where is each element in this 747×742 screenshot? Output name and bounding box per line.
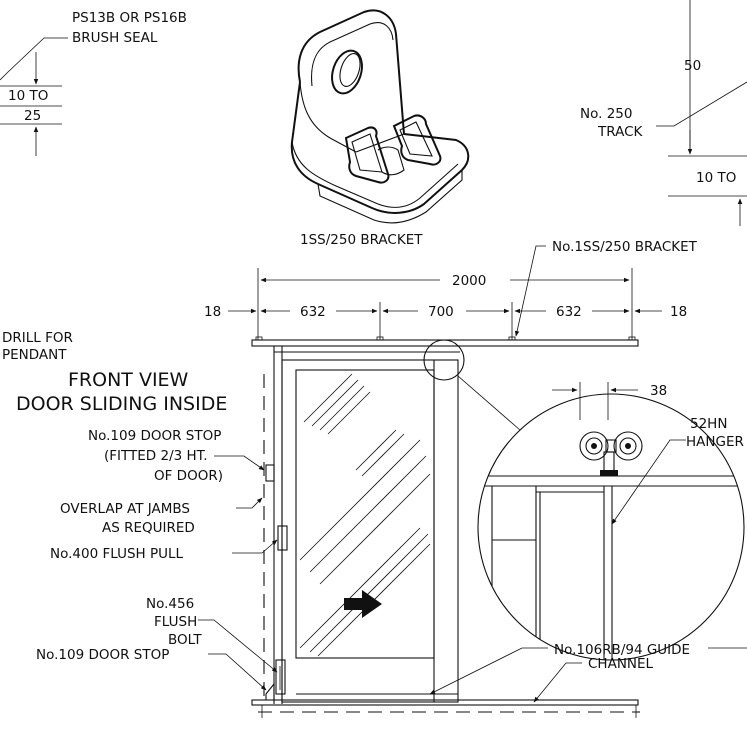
- flush-bolt-label-3: BOLT: [168, 632, 202, 648]
- flush-pull-label: No.400 FLUSH PULL: [50, 546, 184, 562]
- door-stop-upper-label-1: No.109 DOOR STOP: [88, 428, 221, 444]
- hanger-label-1: 52HN: [690, 416, 727, 432]
- hanger-callout: 52HN HANGER: [611, 416, 744, 525]
- flush-bolt-label-1: No.456: [146, 596, 194, 612]
- track-dimension: 50 10 TO No. 250 TRACK: [580, 0, 747, 226]
- door-sliding-title: DOOR SLIDING INSIDE: [16, 393, 227, 415]
- dim-38: 38: [650, 383, 667, 399]
- bracket-callout-label: No.1SS/250 BRACKET: [552, 239, 698, 255]
- track-label-2: TRACK: [597, 124, 644, 140]
- flush-bolt-label-2: FLUSH: [154, 614, 197, 630]
- dim-25: 25: [24, 108, 41, 124]
- front-view-title: FRONT VIEW: [68, 369, 189, 391]
- drill-label-2: PENDANT: [2, 347, 67, 363]
- dim-10-to-right: 10 TO: [696, 170, 736, 186]
- door-stop-lower-callout: No.109 DOOR STOP: [36, 647, 267, 691]
- flush-pull-callout: No.400 FLUSH PULL: [50, 539, 278, 562]
- channel-label: CHANNEL: [588, 656, 654, 672]
- track-rail: [251, 336, 639, 347]
- floor-channel: [251, 699, 640, 718]
- brush-seal-callout: PS13B OR PS16B BRUSH SEAL 10 TO 25: [0, 10, 187, 156]
- door-stop-lower-label: No.109 DOOR STOP: [36, 647, 169, 663]
- door-stop-upper-label-3: OF DOOR): [154, 468, 223, 484]
- dim-50: 50: [684, 58, 701, 74]
- door-stop-upper-callout: No.109 DOOR STOP (FITTED 2/3 HT. OF DOOR…: [88, 428, 265, 484]
- dim-38-group: 38: [552, 382, 667, 420]
- bracket-callout: No.1SS/250 BRACKET: [514, 239, 698, 337]
- dim-700: 700: [428, 304, 454, 320]
- brush-seal-label-2: BRUSH SEAL: [72, 30, 158, 46]
- drill-label-1: DRILL FOR: [2, 330, 73, 346]
- door-stop-upper-label-2: (FITTED 2/3 HT.: [104, 448, 208, 464]
- hanger-detail: [423, 339, 745, 661]
- guide-callout: No.106RB/94 GUIDE: [429, 642, 747, 695]
- dim-18-right: 18: [670, 304, 687, 320]
- overlap-callout: OVERLAP AT JAMBS AS REQUIRED: [60, 497, 263, 536]
- overlap-label-1: OVERLAP AT JAMBS: [60, 501, 190, 517]
- hanger-label-2: HANGER: [686, 434, 744, 450]
- guide-label: No.106RB/94 GUIDE: [554, 642, 690, 658]
- brush-seal-label-1: PS13B OR PS16B: [72, 10, 187, 26]
- bracket-isometric: [290, 9, 470, 224]
- door-front-view: [263, 346, 460, 704]
- overlap-label-2: AS REQUIRED: [102, 520, 195, 536]
- dim-632-right: 632: [556, 304, 582, 320]
- bracket-caption: 1SS/250 BRACKET: [300, 232, 423, 248]
- dim-632-left: 632: [300, 304, 326, 320]
- overall-dimensions: 2000 18 632 700 632 18: [204, 268, 687, 340]
- dim-2000: 2000: [452, 273, 486, 289]
- channel-callout: CHANNEL: [533, 656, 654, 703]
- track-label-1: No. 250: [580, 106, 632, 122]
- dim-18-left: 18: [204, 304, 221, 320]
- flush-bolt-callout: No.456 FLUSH BOLT: [146, 596, 278, 673]
- dim-10-to-left: 10 TO: [8, 88, 48, 104]
